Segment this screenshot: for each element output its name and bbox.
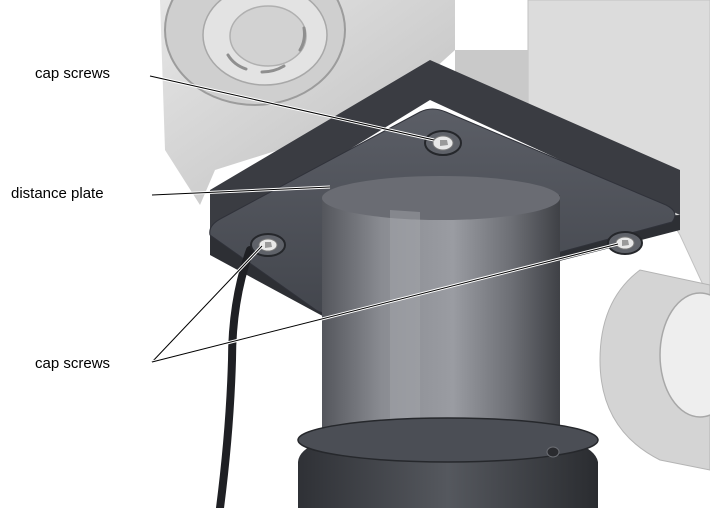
port-slot-3 [298,26,306,52]
callout-cap-screws-bottom: cap screws [35,355,111,372]
plate-side-back [210,60,680,235]
housing-port-center [229,5,307,67]
right-cylinder-face [659,292,710,418]
clamp-ring-top [297,417,599,463]
cable [216,246,254,512]
leader-lines [149,74,619,364]
cap-screw-right [607,231,643,255]
callout-distance-plate: distance plate [11,185,104,202]
cap-screw-top [424,130,462,156]
clamp-ring-screw [546,446,560,458]
column-top [322,176,560,220]
callout-cap-screws-top: cap screws [35,65,111,82]
port-slot-1 [226,53,248,71]
port-slot-2 [260,64,286,74]
